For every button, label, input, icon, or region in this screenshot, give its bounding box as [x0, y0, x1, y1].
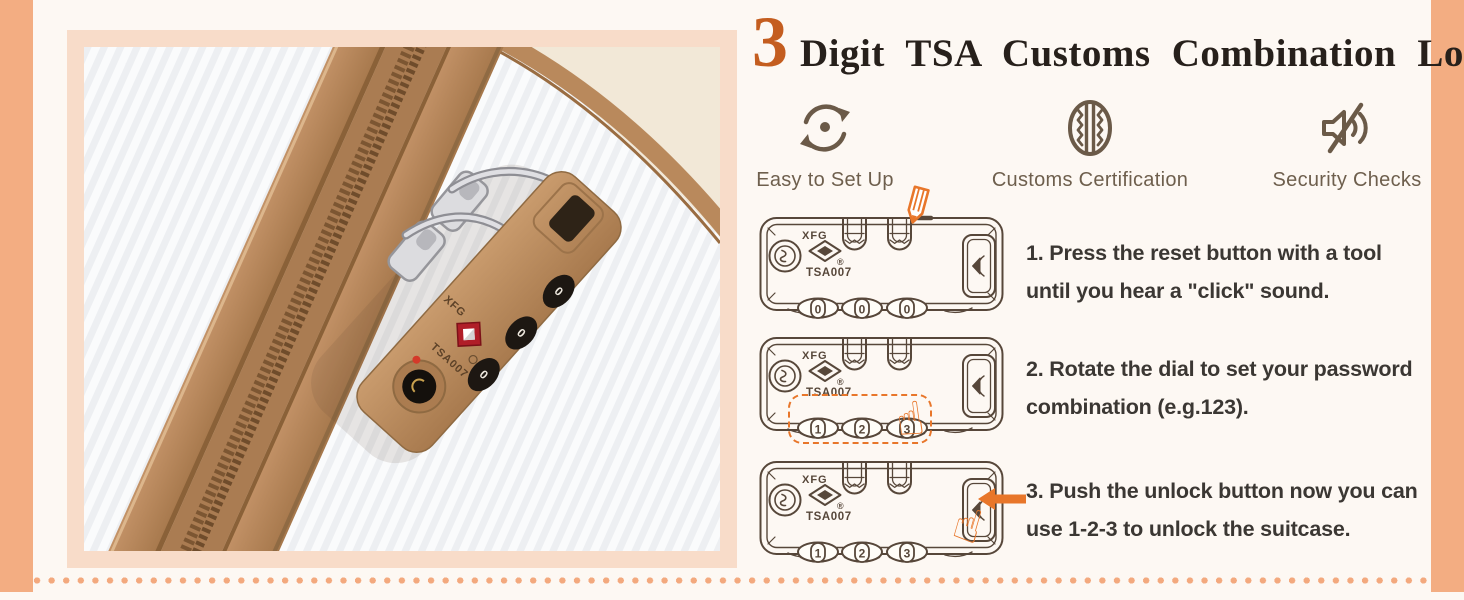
- feature-label: Security Checks: [1272, 169, 1422, 191]
- photo-dials: 0 0 0: [467, 274, 575, 392]
- registered-mark: [468, 354, 478, 365]
- step-2-line-2: combination (e.g.123).: [1026, 395, 1249, 419]
- svg-text:TSA007: TSA007: [806, 511, 852, 523]
- step-3-line-2: use 1-2-3 to unlock the suitcase.: [1026, 517, 1351, 541]
- svg-text:TSA007: TSA007: [806, 387, 852, 399]
- svg-text:0: 0: [859, 303, 866, 317]
- keyhole: [768, 239, 802, 273]
- certification-stamp-icon: [1068, 100, 1112, 156]
- svg-text:XFG: XFG: [802, 230, 828, 242]
- backdrop-corner: [504, 47, 720, 237]
- unlock-button: [962, 478, 996, 542]
- unlock-button: [962, 234, 996, 298]
- unlock-button: [962, 354, 996, 418]
- suitcase-corner-trim: [494, 47, 720, 237]
- zipper-band: [84, 47, 550, 551]
- svg-text:®: ®: [837, 257, 844, 267]
- feature-label: Easy to Set Up: [756, 169, 894, 191]
- zipper-slider: [387, 220, 446, 282]
- svg-text:®: ®: [837, 501, 844, 511]
- tsa-diamond-logo: [808, 484, 842, 506]
- svg-text:0: 0: [904, 303, 911, 317]
- suitcase-lock-photo: 0 0 0 XFG TSA007: [84, 47, 720, 551]
- title-number: 3: [752, 2, 788, 82]
- tsa-lock-photo-body: 0 0 0 XFG TSA007: [356, 171, 622, 453]
- trim-edge: [490, 47, 720, 244]
- no-alarm-icon: [1322, 102, 1368, 154]
- wire-slot: [549, 195, 595, 242]
- dial-wheels: 1 2 3: [797, 417, 928, 439]
- svg-text:TSA007: TSA007: [806, 267, 852, 279]
- pencil-icon: [907, 185, 930, 224]
- page-title: 3 Digit TSA Customs Combination Lock: [752, 6, 1464, 78]
- svg-text:2: 2: [859, 547, 866, 561]
- keyhole: [768, 359, 802, 393]
- dial-wheels: 0 0 0: [797, 297, 928, 319]
- tsa-diamond-logo: [808, 360, 842, 382]
- step-3-line-1: 3. Push the unlock button now you can: [1026, 479, 1418, 503]
- dial-wheels: 1 2 3: [797, 541, 928, 563]
- tsa-red-diamond-logo: [456, 321, 482, 347]
- step-1-text: 1. Press the reset button with a tool un…: [1026, 234, 1446, 310]
- dial-highlight-dashed-box: [788, 394, 932, 444]
- red-indicator-dot: [412, 355, 421, 364]
- feature-label: Customs Certification: [991, 169, 1189, 191]
- left-accent-bar: [0, 0, 33, 592]
- feature-security-checks: Security Checks: [1258, 96, 1436, 192]
- step-1-line-2: until you hear a "click" sound.: [1026, 279, 1330, 303]
- lock-diagram-step-1: XFG ® TSA007 0 0 0: [758, 185, 1005, 324]
- lock-diagram-step-3: XFG ® TSA007 1 2 3 ☝: [758, 458, 1026, 568]
- feature-customs-certification: Customs Certification: [990, 96, 1190, 192]
- title-text: Digit TSA Customs Combination Lock: [800, 32, 1464, 75]
- right-accent-bar: [1431, 0, 1464, 592]
- arrow-left-icon: [978, 488, 1026, 510]
- svg-text:3: 3: [904, 423, 911, 437]
- step-3-text: 3. Push the unlock button now you can us…: [1026, 472, 1446, 548]
- svg-text:XFG: XFG: [802, 350, 828, 362]
- svg-text:1: 1: [815, 423, 822, 437]
- tsa-diamond-logo: [808, 240, 842, 262]
- svg-text:®: ®: [837, 377, 844, 387]
- step-2-text: 2. Rotate the dial to set your password …: [1026, 350, 1446, 426]
- svg-text:XFG: XFG: [802, 474, 828, 486]
- svg-text:2: 2: [859, 423, 866, 437]
- dotted-divider: [32, 575, 1432, 586]
- svg-text:3: 3: [904, 547, 911, 561]
- step-2-line-1: 2. Rotate the dial to set your password: [1026, 357, 1413, 381]
- svg-text:0: 0: [815, 303, 822, 317]
- lock-diagram-step-2: XFG ® TSA007 1 2 3 ☝: [758, 334, 1005, 448]
- photo-frame: 0 0 0 XFG TSA007: [67, 30, 737, 568]
- reset-arrows-icon: [800, 104, 850, 152]
- svg-text:1: 1: [815, 547, 822, 561]
- keyhole: [768, 483, 802, 517]
- feature-easy-setup: Easy to Set Up: [740, 96, 910, 192]
- step-1-line-1: 1. Press the reset button with a tool: [1026, 241, 1382, 265]
